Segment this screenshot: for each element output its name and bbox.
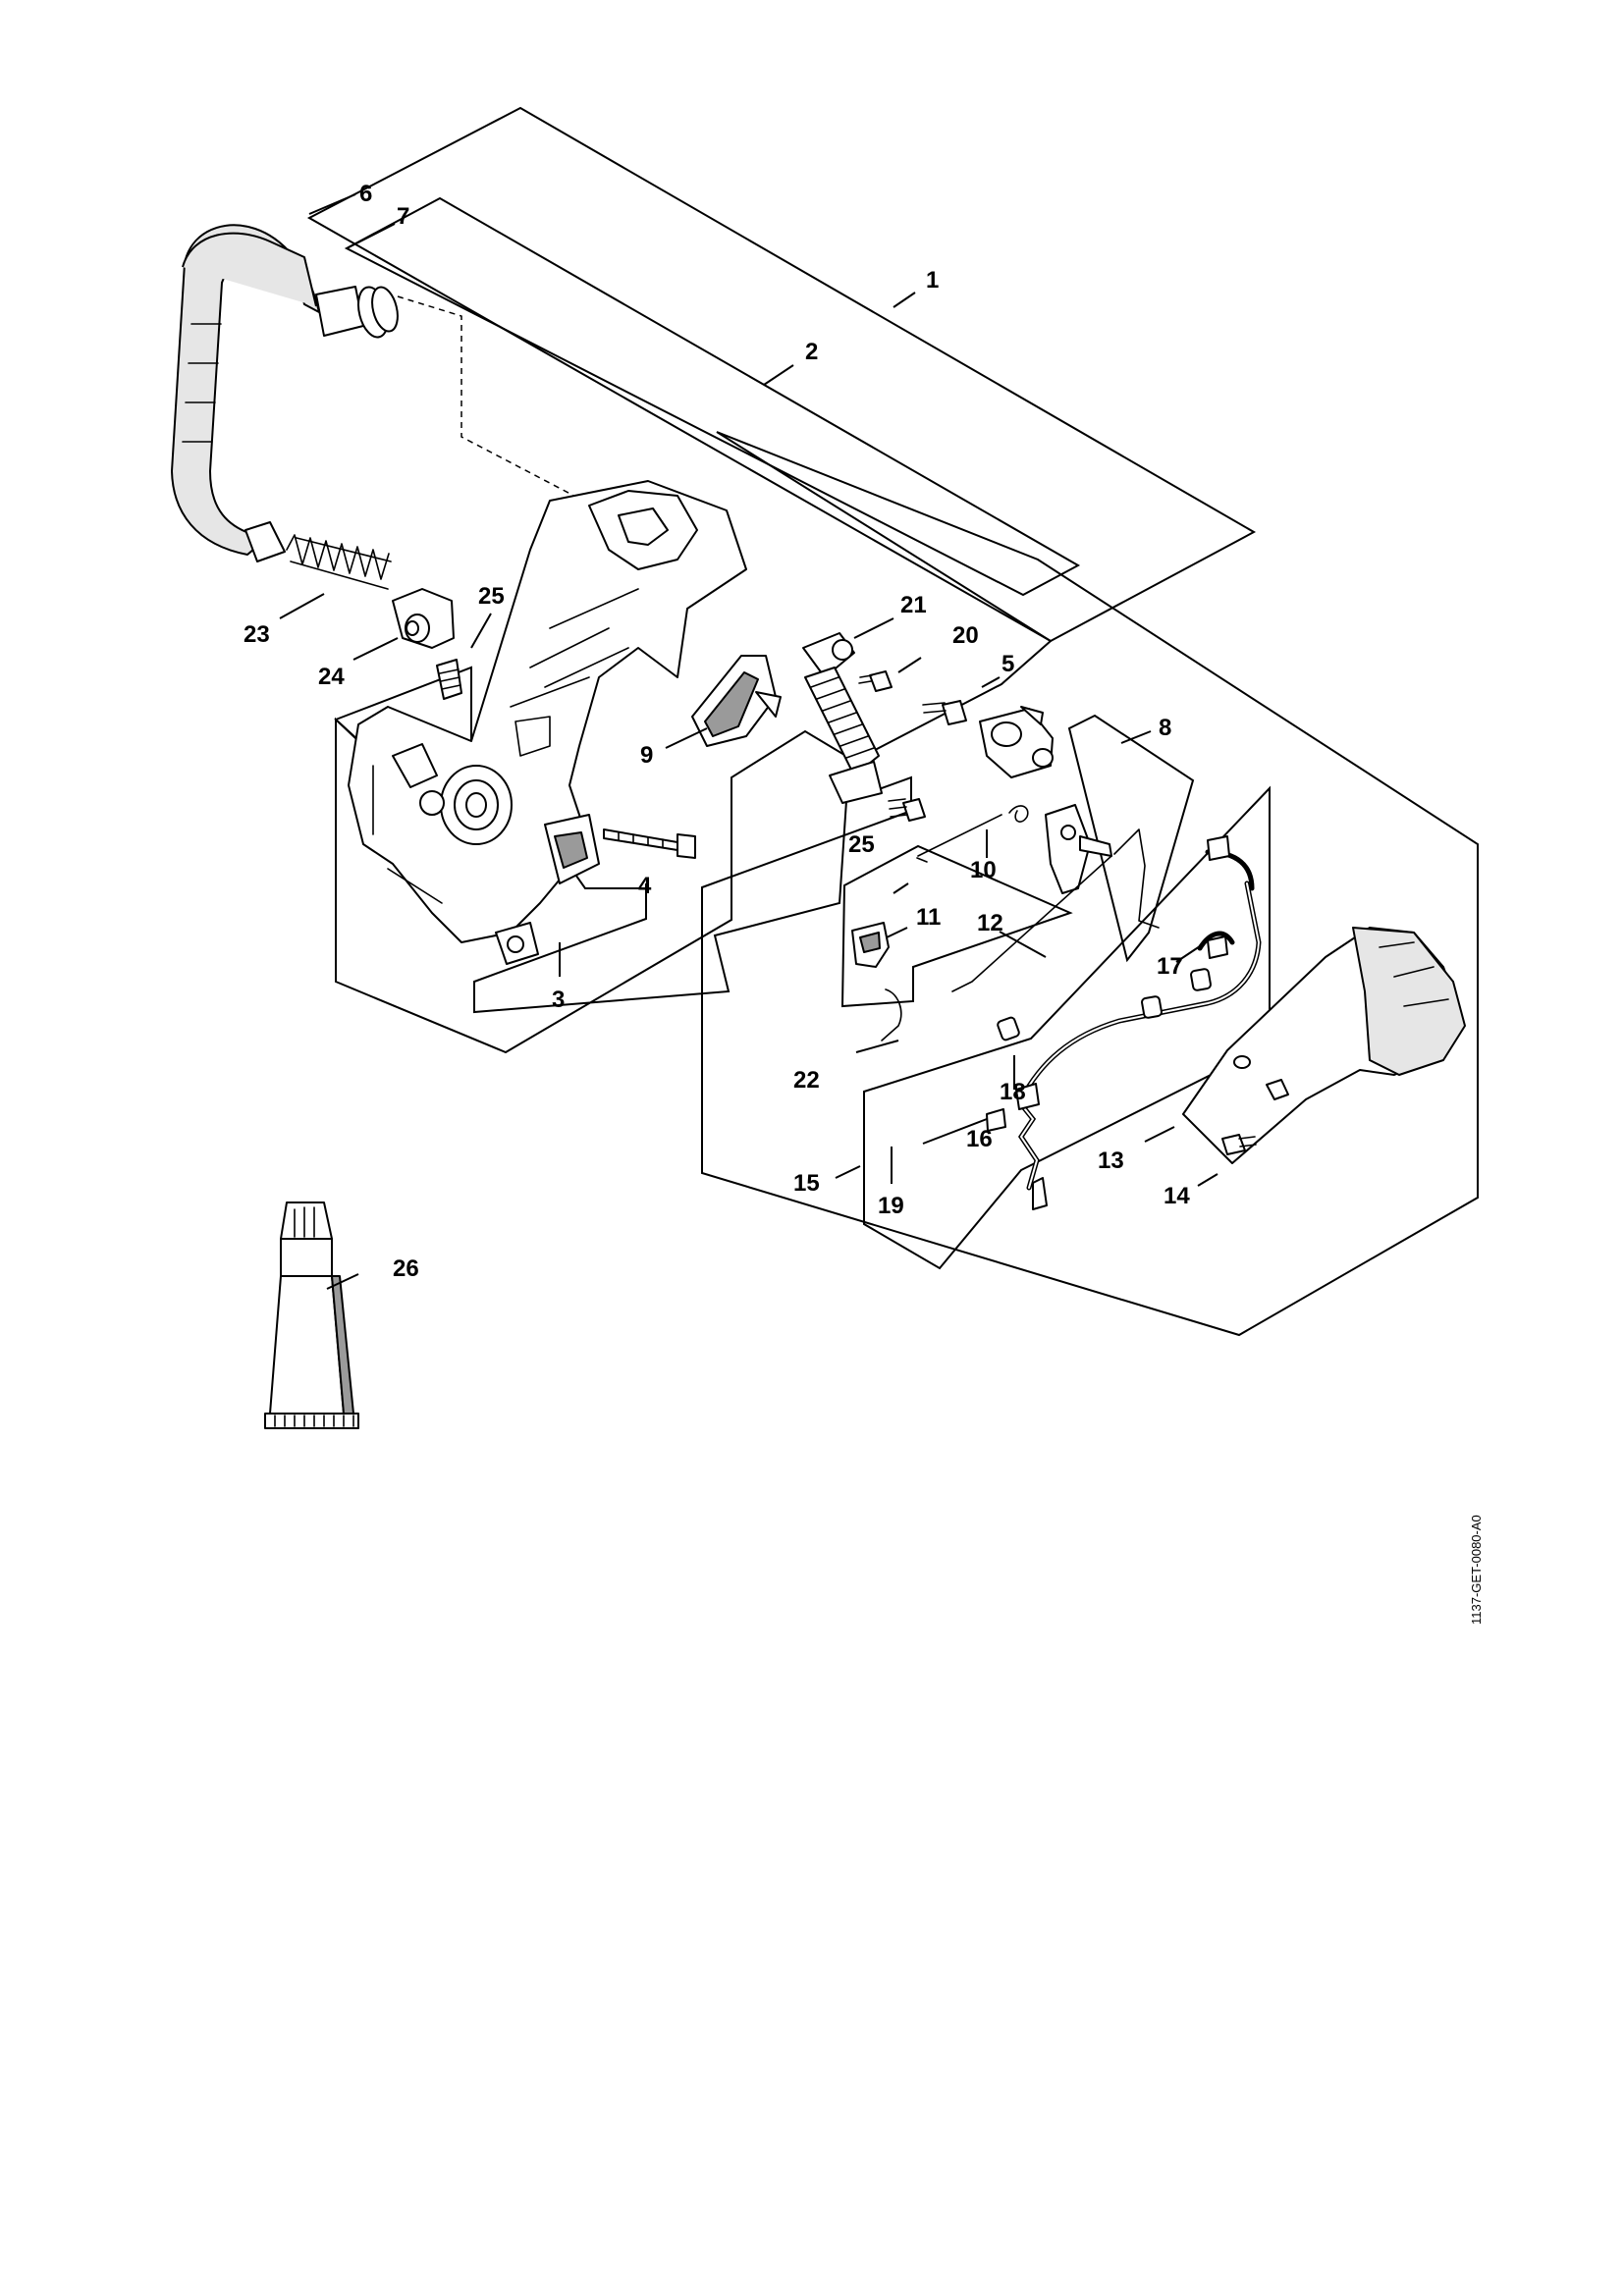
frame-assembly-10-11 [840, 844, 1073, 1008]
callout-26: 26 [393, 1255, 419, 1282]
assembly-frames [306, 106, 1479, 1337]
alignment-dashed-line [397, 295, 588, 504]
callout-4: 4 [638, 873, 652, 899]
interlock-lever [851, 922, 890, 968]
leader-lines [279, 193, 1218, 1290]
grease-tube [264, 1201, 359, 1429]
front-handlebar [171, 224, 399, 556]
callout-11: 11 [916, 904, 941, 931]
callout-5: 5 [1001, 651, 1014, 677]
rear-handle-shell [1182, 927, 1466, 1164]
grip-bellows [802, 632, 883, 804]
frame-assembly-2 [344, 196, 1081, 597]
callout-6: 6 [359, 181, 372, 207]
callout-17: 17 [1157, 953, 1183, 980]
callout-2: 2 [805, 339, 818, 365]
frame-assembly-8 [1067, 714, 1195, 963]
frame-assembly-1 [306, 106, 1257, 643]
switch-lever [979, 706, 1054, 778]
housing-screw [603, 828, 696, 859]
callout-23: 23 [244, 621, 270, 648]
throttle-rod [951, 828, 1160, 992]
trigger-cover [691, 655, 782, 747]
callout-25-lower: 25 [848, 831, 875, 858]
callout-10: 10 [970, 857, 997, 883]
callout-19: 19 [878, 1193, 904, 1219]
drawing-reference-code: 1137-GET-0080-A0 [1469, 1515, 1484, 1625]
spring-wire [916, 814, 1002, 863]
buffer-clamp [392, 588, 462, 700]
callout-1: 1 [926, 267, 939, 294]
callout-18: 18 [1000, 1079, 1026, 1105]
throttle-trigger [1008, 804, 1112, 894]
handle-housing [348, 480, 747, 965]
rear-handle-screw [1221, 1134, 1257, 1155]
callout-22: 22 [793, 1067, 820, 1094]
callout-labels: 1 2 3 4 5 6 7 8 9 10 11 12 13 14 15 16 1… [244, 181, 1190, 1282]
callout-12: 12 [977, 910, 1003, 936]
small-screws [858, 670, 967, 822]
wiring-harness [986, 835, 1262, 1210]
callout-21: 21 [900, 592, 927, 618]
callout-25-upper: 25 [478, 583, 505, 610]
frame-assembly-15-harness [863, 785, 1271, 1270]
callout-9: 9 [640, 742, 653, 769]
callout-14: 14 [1164, 1183, 1190, 1209]
callout-16: 16 [966, 1126, 993, 1152]
annular-buffer-spring [244, 521, 392, 590]
callout-8: 8 [1159, 715, 1171, 741]
callout-15: 15 [793, 1170, 820, 1197]
callout-3: 3 [552, 987, 565, 1013]
callout-13: 13 [1098, 1148, 1124, 1174]
callout-20: 20 [952, 622, 979, 649]
bent-rod [881, 988, 902, 1041]
callout-7: 7 [397, 203, 409, 230]
callout-24: 24 [318, 664, 345, 690]
